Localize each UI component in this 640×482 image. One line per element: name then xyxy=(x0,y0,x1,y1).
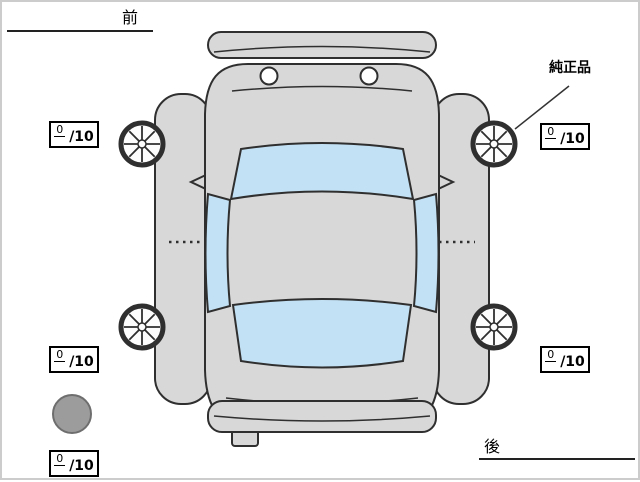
tread-scale: /10 xyxy=(560,130,585,147)
tread-scale: /10 xyxy=(69,353,94,370)
front-bumper xyxy=(207,31,437,59)
wheel-front-left-icon xyxy=(121,123,163,165)
tread-score-front-left: 0 /10 xyxy=(49,121,99,148)
front-label: 前 xyxy=(122,8,139,27)
wheel-rear-right-icon xyxy=(473,306,515,348)
hood-circle-left xyxy=(259,66,279,86)
hood-circle-right xyxy=(359,66,379,86)
rear-underline xyxy=(479,458,635,460)
tread-scale: /10 xyxy=(560,353,585,370)
tread-score-front-right: 0 /10 xyxy=(540,123,590,150)
tread-value: 0 xyxy=(545,125,557,139)
car-body xyxy=(204,63,440,429)
front-underline xyxy=(7,30,153,32)
spare-tire-icon xyxy=(52,394,92,434)
rear-window xyxy=(231,298,413,369)
wheel-front-right-icon xyxy=(473,123,515,165)
rear-bumper xyxy=(207,400,437,433)
tread-score-rear-left: 0 /10 xyxy=(49,346,99,373)
tread-scale: /10 xyxy=(69,128,94,145)
front-bumper-line xyxy=(213,45,431,53)
genuine-pointer-line xyxy=(514,85,570,130)
tread-value: 0 xyxy=(545,348,557,362)
tread-scale: /10 xyxy=(69,457,94,474)
cowl-line xyxy=(231,85,413,92)
windshield xyxy=(229,142,415,201)
tread-score-rear-right: 0 /10 xyxy=(540,346,590,373)
tread-value: 0 xyxy=(54,452,66,466)
rear-bumper-line xyxy=(213,415,431,422)
tread-value: 0 xyxy=(54,123,66,137)
wheel-rear-left-icon xyxy=(121,306,163,348)
genuine-part-label: 純正品 xyxy=(549,60,591,76)
tread-score-spare: 0 /10 xyxy=(49,450,99,477)
rear-label: 後 xyxy=(484,437,501,456)
right-side-window xyxy=(412,192,440,314)
left-side-window xyxy=(204,192,232,314)
tread-value: 0 xyxy=(54,348,66,362)
